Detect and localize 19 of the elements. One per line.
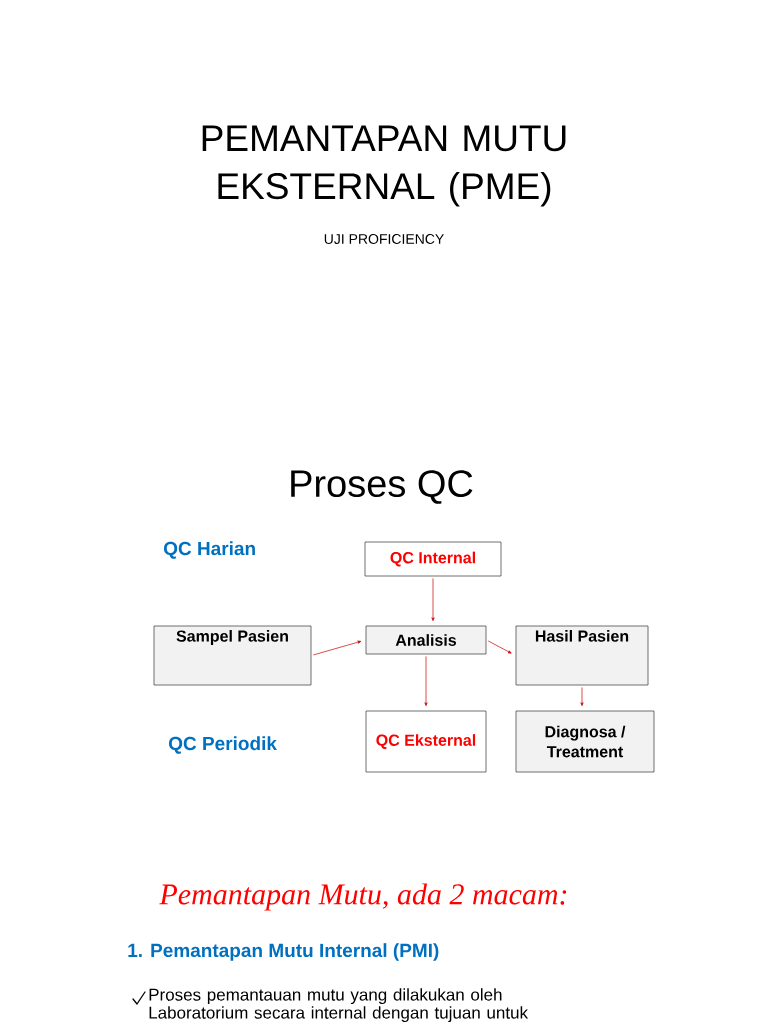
arrow xyxy=(312,640,362,656)
process-box: Sampel Pasien xyxy=(153,625,312,686)
subtitle: UJI PROFICIENCY xyxy=(324,234,444,244)
title: PEMANTAPAN MUTU EKSTERNAL (PME) xyxy=(202,125,566,207)
section-heading: Proses QC xyxy=(291,470,473,504)
process-box: Diagnosa / Treatment xyxy=(515,710,655,773)
numbered-heading: 1. Pemantapan Mutu Internal (PMI) xyxy=(128,943,439,961)
group-label: QC Periodik xyxy=(169,736,277,754)
arrow xyxy=(487,640,512,654)
group-label: QC Harian xyxy=(164,541,255,559)
process-box: QC Eksternal xyxy=(365,710,487,773)
arrow xyxy=(431,578,435,621)
script-heading: Pemantapan Mutu, ada 2 macam: xyxy=(159,883,567,911)
process-box: QC Internal xyxy=(364,541,502,577)
process-box: Hasil Pasien xyxy=(515,625,649,686)
bullet-text: Proses pemantauan mutu yang dilakukan oleh Laboratorium secara internal dengan tujuan untuk xyxy=(149,988,529,1023)
arrow xyxy=(424,656,428,706)
arrow xyxy=(580,687,584,706)
process-box: Analisis xyxy=(365,625,487,655)
